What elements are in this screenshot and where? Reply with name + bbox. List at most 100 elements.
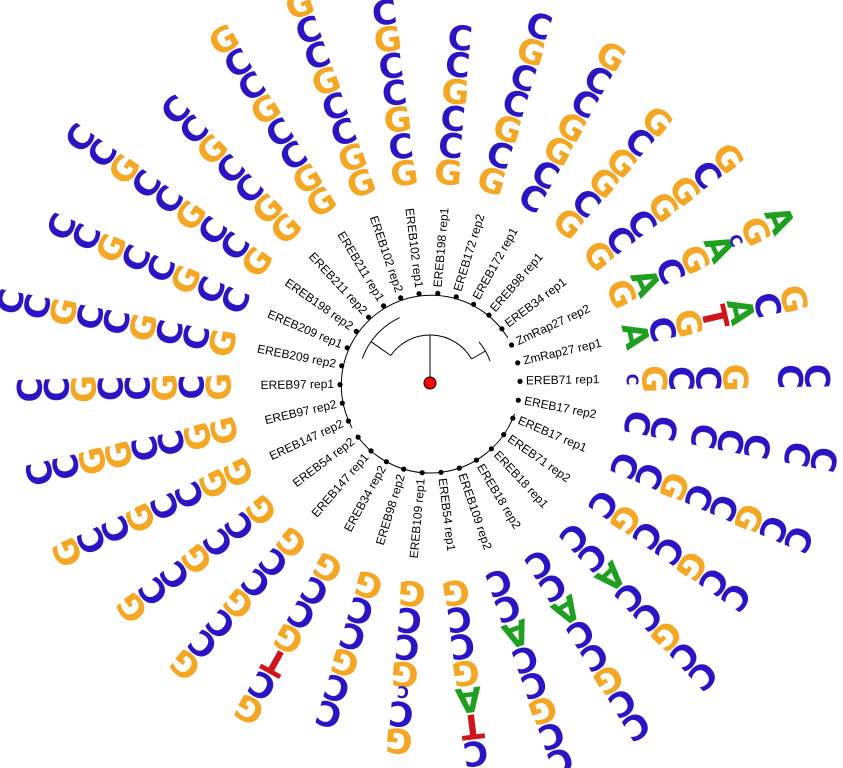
motif-letter-g: G (65, 375, 105, 404)
motif-letter-c: C (660, 366, 700, 392)
leaf-node-dot (501, 432, 507, 438)
leaf-label: EREB17 rep2 (523, 394, 598, 422)
leaf-node-dot (488, 446, 494, 452)
motif-letter-c: C (623, 373, 642, 385)
leaf-node-dot (337, 382, 343, 388)
leaf-node-dot (416, 291, 422, 297)
motif-letter-c: C (91, 376, 131, 402)
branch-arc-lower (355, 413, 516, 474)
motif-letter-c: C (0, 286, 34, 318)
leaf-node-dot (473, 457, 479, 463)
leaf-node-dot (401, 466, 407, 472)
motif-letter-c: C (464, 758, 494, 768)
motif-letter-g: G (388, 153, 421, 196)
leaf-label: EREB109 rep1 (407, 478, 428, 559)
leaf-node-dot (499, 326, 505, 332)
leaf-node-dot (368, 448, 374, 454)
leaf-node-dot (366, 314, 372, 320)
motif-letter-c: C (796, 363, 836, 389)
motif-letter-g: G (770, 281, 815, 317)
motif-letter-g: G (633, 365, 673, 394)
motif-letter-c: C (172, 374, 212, 400)
leaf-label: EREB198 rep1 (431, 207, 452, 288)
leaf-label: EREB102 rep1 (402, 207, 426, 288)
leaf-node-dot (435, 290, 441, 296)
motif-letter-a: A (453, 677, 485, 720)
motif-letter-c: C (118, 375, 158, 401)
leaf-node-dot (355, 434, 361, 440)
leaf-node-dot (345, 418, 351, 424)
leaf-node-dot (398, 295, 404, 301)
leaf-node-dot (383, 459, 389, 465)
branch-arc-upper (340, 294, 509, 429)
motif-letter-c: C (769, 364, 809, 390)
motif-letter-c: C (19, 456, 64, 489)
branch-left (370, 341, 391, 356)
motif-letter-c: C (395, 598, 423, 640)
leaf-node-dot (419, 470, 425, 476)
tree-root (423, 376, 437, 390)
motif-letter-g: G (433, 152, 464, 194)
leaf-node-dot (456, 465, 462, 471)
leaf-node-dot (339, 400, 345, 406)
motif-letter-g: G (396, 571, 427, 613)
leaf-label: EREB54 rep1 (436, 477, 459, 552)
motif-letter-c: C (386, 126, 416, 169)
branch-arc-right (478, 341, 491, 362)
leaf-label: EREB209 rep2 (256, 342, 338, 371)
leaf-node-dot (510, 415, 516, 421)
motif-letter-g: G (714, 363, 754, 392)
motif-letter-c: C (387, 692, 415, 734)
root-node (423, 376, 437, 390)
motif-letter-g: G (382, 99, 415, 142)
motif-letter-g: G (145, 373, 185, 402)
motif-letter-c: C (311, 690, 347, 736)
leaf-node-dot (471, 301, 477, 307)
leaf-node-dot (453, 294, 459, 300)
motif-letter-c: C (396, 682, 409, 702)
motif-letter-g: G (389, 652, 420, 694)
motif-letter-c: C (11, 377, 51, 403)
motif-letter-c: C (521, 4, 557, 50)
leaf-label: EREB97 rep1 (260, 377, 334, 392)
motif-letter-c: C (439, 99, 467, 141)
leaf-node-dot (344, 345, 350, 351)
leaf-node-dot (438, 469, 444, 475)
motif-letter-g: G (439, 570, 472, 613)
motif-letter-g: G (372, 19, 405, 62)
motif-letter-c: C (376, 46, 406, 89)
motif-letter-c: C (444, 597, 474, 640)
motif-letter-c: C (801, 443, 843, 475)
motif-letter-c: C (370, 0, 400, 35)
motif-letter-c: C (446, 18, 474, 60)
motif-letter-g: G (383, 719, 414, 761)
motif-letter-g: G (199, 372, 239, 401)
branch-arc-left (361, 317, 400, 359)
motif-letter-c: C (38, 377, 78, 403)
leaf-node-dot (515, 360, 521, 366)
motif-letter-c: C (393, 625, 421, 667)
motif-letter-c: C (444, 45, 472, 87)
leaf-node-dot (509, 342, 515, 348)
motif-letter-g: G (449, 651, 482, 694)
motif-letter-c: C (734, 430, 778, 462)
leaf-node-dot (339, 363, 345, 369)
leaf-node-dot (353, 328, 359, 334)
leaf-node-dot (486, 312, 492, 318)
branch-arc-main (390, 334, 473, 360)
motif-letter-c: C (447, 624, 477, 667)
leaf-node-dot (515, 397, 521, 403)
motif-letter-c: C (437, 126, 465, 168)
tree-branches (337, 290, 523, 476)
motif-letter-c: C (687, 365, 727, 391)
leaf-node-dot (381, 303, 387, 309)
leaf-label: EREB71 rep1 (526, 372, 600, 387)
motif-letter-c: C (641, 412, 685, 444)
motif-letter-c: C (461, 731, 491, 768)
leaf-node-dot (517, 378, 523, 384)
motif-letter-c: C (380, 73, 410, 116)
branch-right (471, 350, 486, 360)
